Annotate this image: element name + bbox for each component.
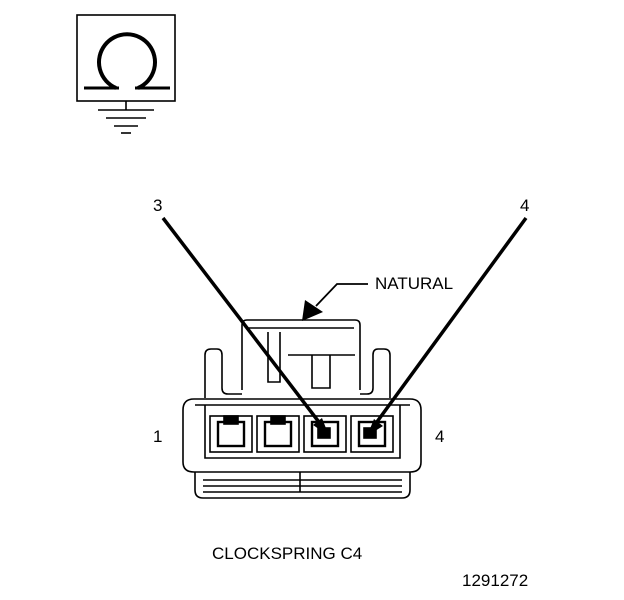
side-pin-label-4: 4 [435,427,445,446]
connector-housing [182,319,422,499]
cavity-3 [303,415,347,453]
cavity-2 [256,415,300,453]
pin-callout-4: 4 [520,196,530,215]
pin-callout-3: 3 [153,196,163,215]
side-pin-label-1: 1 [153,427,163,446]
callout-arrowhead-pin3 [313,418,329,436]
ohmmeter-icon [76,14,176,102]
callout-leader-natural [315,283,368,307]
callout-arrowhead-natural [302,300,323,321]
cavity-4 [350,415,394,453]
housing-color-label: NATURAL [375,274,454,293]
cavity-1 [209,415,253,453]
figure-number: 1291272 [462,571,529,590]
callout-leader-pin4 [369,216,528,432]
ground-icon [98,101,154,134]
connector-caption: CLOCKSPRING C4 [212,544,363,563]
callout-leader-pin3 [161,216,327,432]
callout-arrowhead-pin4 [367,419,383,436]
